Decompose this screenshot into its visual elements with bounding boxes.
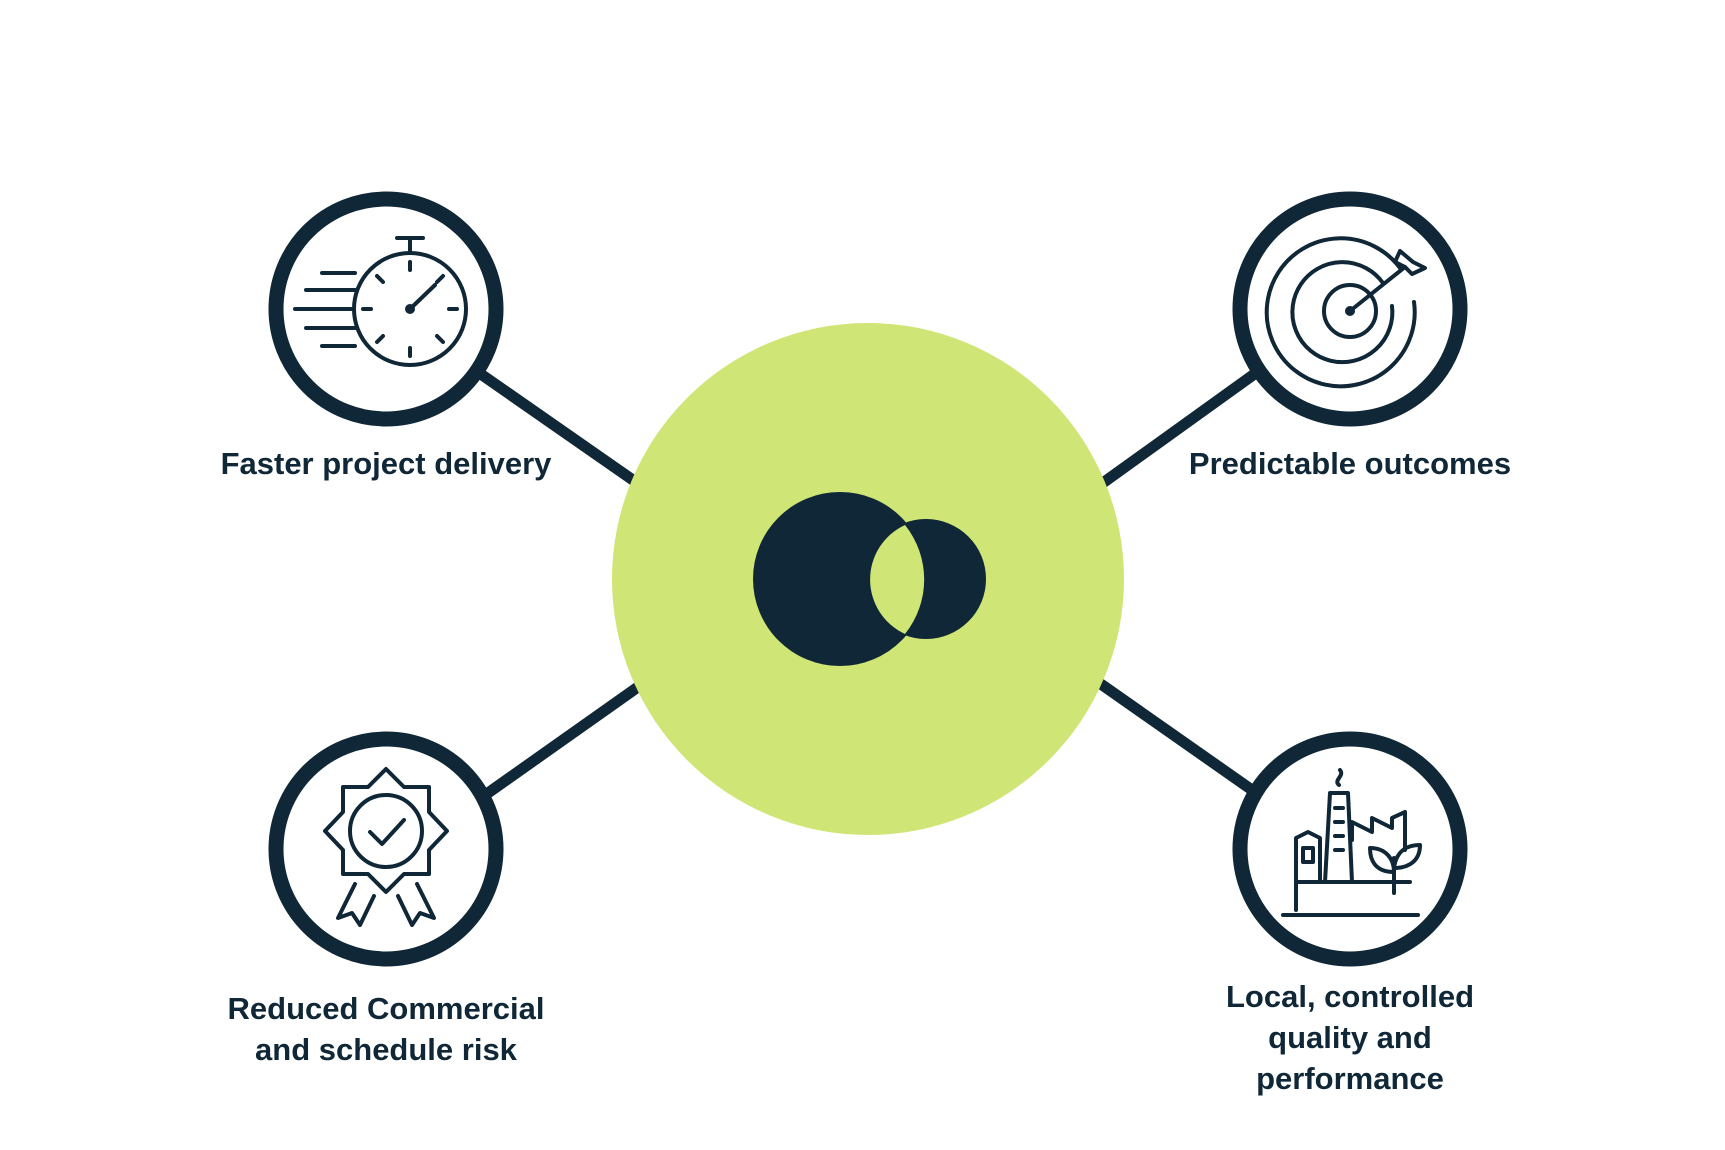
label-top-left: Faster project delivery (186, 443, 586, 484)
connector-bottom-left (484, 677, 649, 798)
label-line: performance (1256, 1061, 1444, 1096)
label-bottom-right: Local, controlled quality and performanc… (1150, 976, 1550, 1099)
node-bottom-right (1232, 731, 1468, 967)
label-line: quality and (1268, 1020, 1432, 1055)
connector-top-right (1096, 365, 1264, 490)
label-bottom-left: Reduced Commercial and schedule risk (186, 988, 586, 1070)
label-line: Local, controlled (1225, 979, 1475, 1014)
node-top-right (1232, 191, 1468, 427)
label-line: Faster project delivery (220, 446, 552, 481)
award-badge-check-icon (323, 767, 449, 927)
label-top-right: Predictable outcomes (1150, 443, 1550, 484)
label-line: and schedule risk (255, 1032, 517, 1067)
node-circle (268, 731, 504, 967)
label-line: Reduced Commercial (227, 991, 545, 1026)
connectors (471, 365, 1264, 798)
stopwatch-speed-icon (293, 236, 468, 367)
factory-leaf-icon (1281, 768, 1422, 917)
node-bottom-left (268, 731, 504, 967)
overlapping-circles-logo-icon (753, 492, 986, 666)
node-top-left (268, 191, 504, 427)
target-arrow-icon (1264, 236, 1427, 389)
connector-top-left (471, 365, 644, 490)
label-line: Predictable outcomes (1188, 446, 1512, 481)
connector-bottom-right (1094, 677, 1256, 795)
node-circle (268, 191, 504, 427)
